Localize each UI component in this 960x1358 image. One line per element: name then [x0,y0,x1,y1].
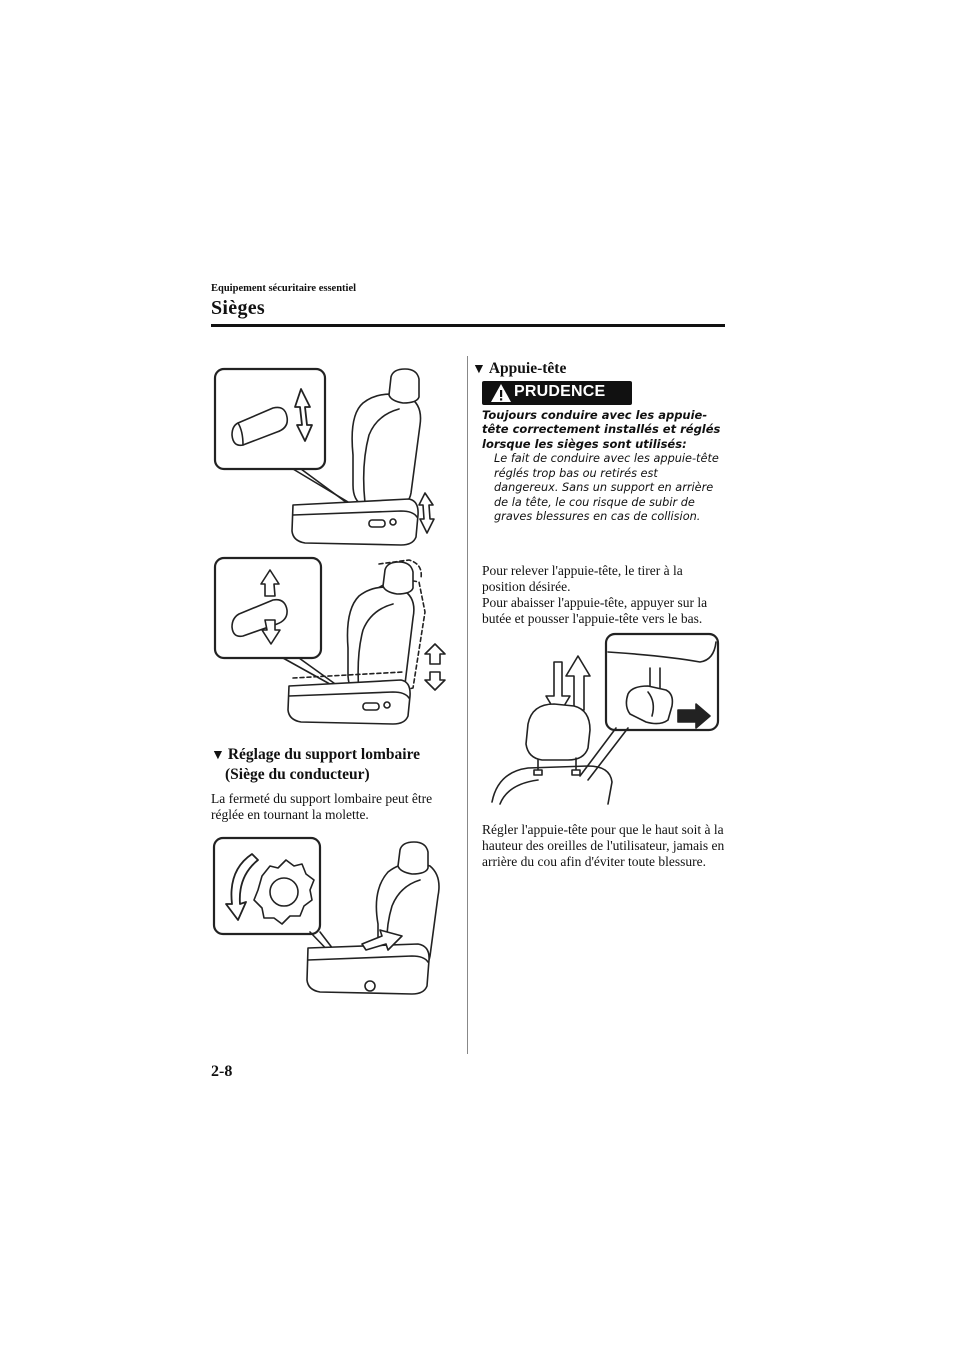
triangle-down-icon: ▼ [211,748,225,763]
lumbar-knob-illustration [212,836,440,995]
headrest-instructions-lower: Pour abaisser l'appuie-tête, appuyer sur… [482,595,708,626]
title-rule [211,324,725,327]
caution-body: Le fait de conduire avec les appuie-tête… [494,452,719,523]
exclamation-icon [491,384,511,402]
headrest-heading: ▼Appuie-tête [472,359,566,379]
caution-title: Toujours conduire avec les appuie-tête c… [482,408,721,451]
lumbar-heading: ▼Réglage du support lombaire (Siège du c… [211,745,461,784]
caution-label: PRUDENCE [514,383,606,400]
column-divider [467,356,468,1054]
seat-tilt-illustration [213,556,446,725]
page-title: Sièges [211,297,266,319]
section-label: Equipement sécuritaire essentiel [211,283,357,294]
headrest-adjust-illustration [491,632,720,805]
lumbar-heading-line2: (Siège du conducteur) [225,766,370,783]
headrest-instructions-raise: Pour relever l'appuie-tête, le tirer à l… [482,563,683,594]
page-number: 2-8 [211,1063,233,1080]
triangle-down-icon: ▼ [472,362,486,377]
headrest-adjust-note: Régler l'appuie-tête pour que le haut so… [482,822,725,869]
headrest-heading-text: Appuie-tête [488,360,567,377]
lumbar-heading-line1: Réglage du support lombaire [227,746,421,763]
lumbar-body: La fermeté du support lombaire peut être… [211,791,433,822]
seat-height-lever-illustration [213,367,435,546]
